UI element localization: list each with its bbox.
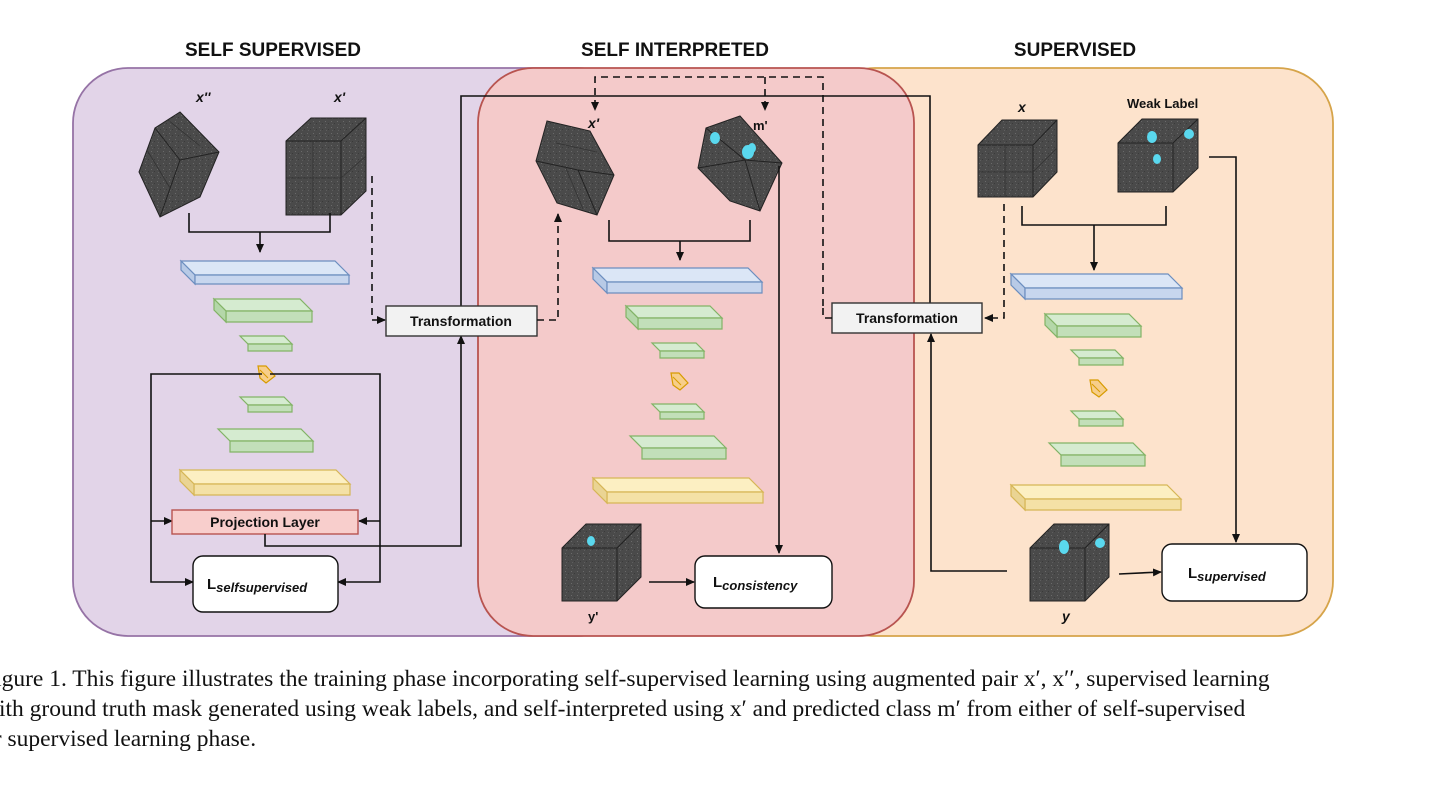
y-prime-label: y' [588,609,598,624]
y-prime-cube [561,523,642,602]
ss-encoder-layer [179,259,351,286]
si-green-layer-3 [650,403,706,420]
supervised-title: SUPERVISED [1014,40,1136,61]
si-bottleneck [670,372,689,391]
transformation-right-box [831,302,983,334]
loss-consistency-box [694,555,833,609]
sup-green-layer-4 [1047,442,1147,467]
sup-decoder-layer [1009,483,1183,512]
weak-label-label: Weak Label [1127,96,1198,111]
ss-green-layer-2 [238,335,294,352]
x-prime-cube-si [535,120,615,216]
si-green-layer-4 [628,435,728,460]
caption-line-3: or supervised learning phase. [0,726,257,752]
loss-supervised-label: Lsupervised [1188,565,1267,584]
x-double-prime-cube [138,111,220,218]
ss-green-layer-4 [216,428,315,453]
si-green-layer-2 [650,342,706,359]
si-decoder-layer [591,476,765,505]
projection-layer-label: Projection Layer [210,514,320,530]
loss-selfsupervised-label: Lselfsupervised [207,576,308,595]
self-interpreted-title: SELF INTERPRETED [581,40,769,61]
m-prime-label: m' [753,118,768,133]
sup-green-layer-3 [1069,410,1125,427]
x-prime-label-si: x' [587,115,600,131]
transformation-left-label: Transformation [410,313,512,329]
ss-bottleneck [257,365,276,384]
y-cube [1029,523,1110,602]
loss-selfsupervised-box [192,555,339,613]
ss-green-layer-3 [238,396,294,413]
sup-green-layer-2 [1069,349,1125,366]
training-phase-diagram: SELF SUPERVISED SELF INTERPRETED SUPERVI… [72,40,1334,637]
ss-green-layer-1 [212,297,314,324]
sup-green-layer-1 [1043,312,1143,339]
weak-label-cube [1117,118,1199,193]
si-green-layer-1 [624,304,724,331]
self-supervised-title: SELF SUPERVISED [185,40,361,61]
sup-encoder-layer [1009,272,1184,301]
loss-supervised-box [1161,543,1308,602]
transformation-left-box [385,305,538,337]
x-prime-cube-ss [285,117,367,216]
x-label: x [1017,99,1027,115]
ss-decoder-layer [178,468,352,497]
x-prime-label-ss: x' [333,89,346,105]
x-double-prime-label: x'' [195,89,211,105]
transformation-right-label: Transformation [856,310,958,326]
sup-bottleneck [1089,379,1108,398]
y-label: y [1061,608,1071,624]
projection-layer-box [171,509,359,535]
figure-caption: Figure 1. This figure illustrates the tr… [0,664,1452,754]
caption-line-1: Figure 1. This figure illustrates the tr… [0,666,1270,692]
x-cube [977,119,1058,198]
m-prime-cube [697,115,783,212]
si-encoder-layer [591,266,764,295]
caption-line-2: with ground truth mask generated using w… [0,696,1246,722]
loss-consistency-label: Lconsistency [713,574,798,593]
